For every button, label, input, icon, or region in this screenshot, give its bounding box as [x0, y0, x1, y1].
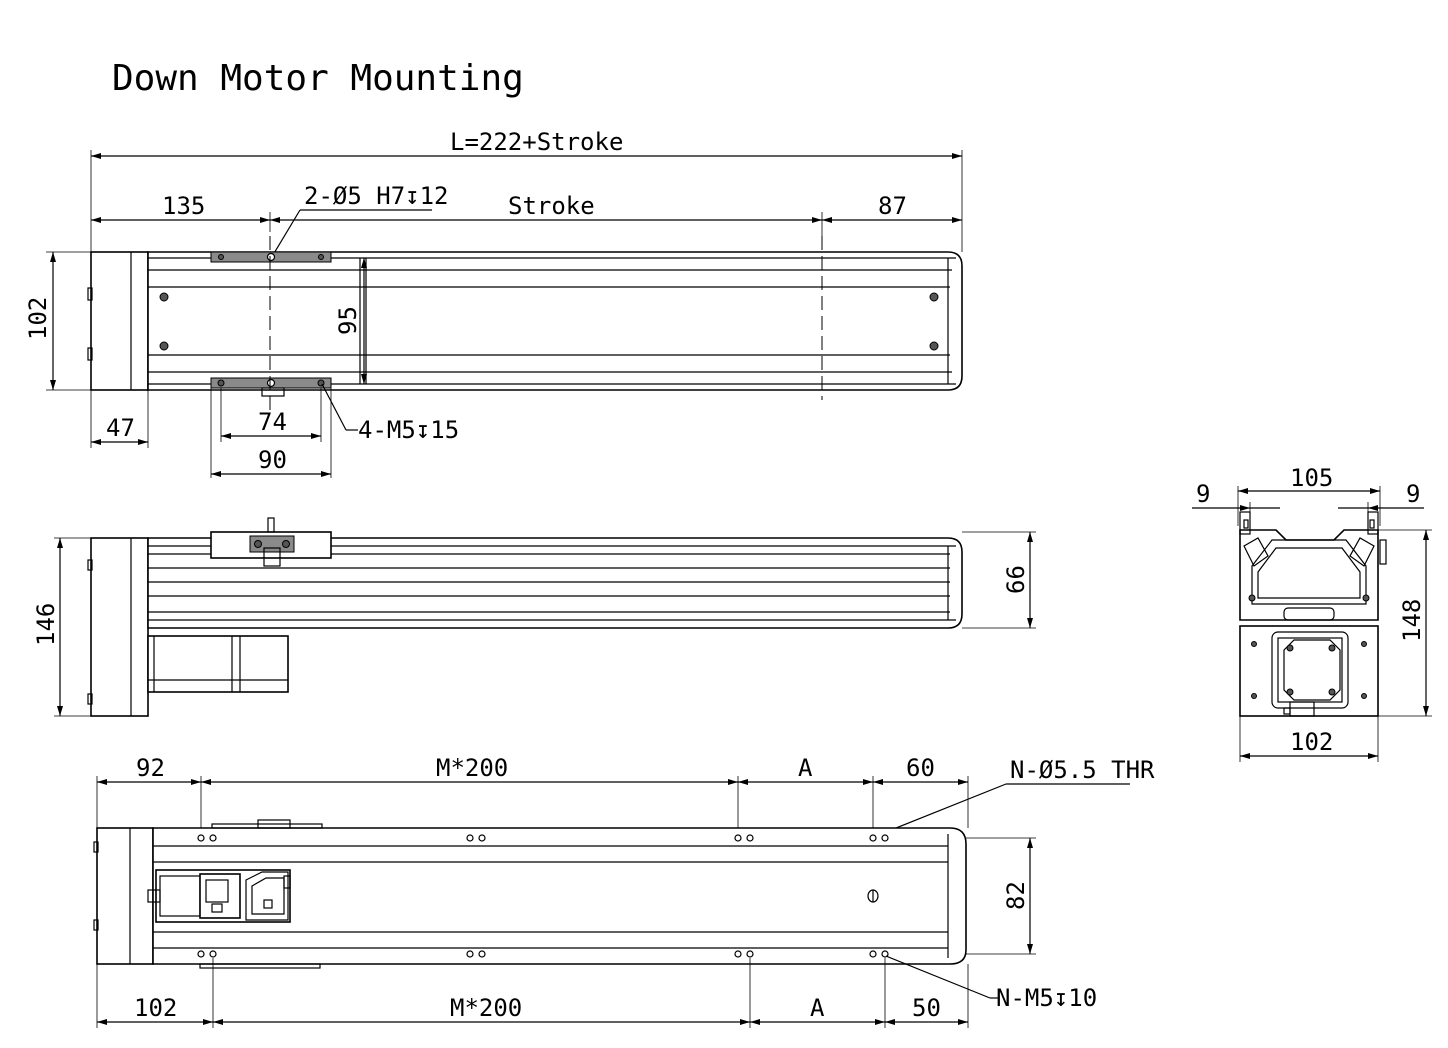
bottom-top-left-offset-label: 92: [136, 754, 165, 782]
bottom-pitch-label: M*200: [450, 994, 522, 1022]
bottom-thread-spec-label: N-M5↧10: [996, 984, 1097, 1012]
hole-pitch-label: 74: [258, 408, 287, 436]
total-height-label: 146: [32, 603, 60, 646]
right-offset-label: 87: [878, 192, 907, 220]
end-base-width-label: 102: [1290, 728, 1333, 756]
bottom-top-right-offset-label: 60: [906, 754, 935, 782]
end-right-gap-label: 9: [1406, 480, 1420, 508]
motor-end-cap-bottom: [96, 827, 154, 965]
left-offset-label: 135: [162, 192, 205, 220]
rail-height-label: 66: [1002, 565, 1030, 594]
bottom-right-offset-label: 50: [912, 994, 941, 1022]
inner-height-label: 95: [334, 306, 362, 335]
rail-side: [147, 537, 963, 629]
end-cap-label: 47: [106, 414, 135, 442]
bottom-top-pitch-label: M*200: [436, 754, 508, 782]
end-width-top-label: 105: [1290, 464, 1333, 492]
overall-length-label: L=222+Stroke: [450, 128, 623, 156]
end-left-gap-label: 9: [1196, 480, 1210, 508]
bottom-view: 92 M*200 A 60 N-Ø5.5 THR: [93, 754, 1155, 1028]
hole-spec-top-label: 2-Ø5 H7↧12: [304, 182, 449, 210]
through-hole-spec-label: N-Ø5.5 THR: [1010, 756, 1155, 784]
motor-housing-side: [90, 537, 149, 717]
end-view: 105 9 9 148: [1192, 464, 1432, 762]
bottom-top-a-label: A: [798, 754, 813, 782]
top-view: L=222+Stroke 135 Stroke 87 2-Ø5 H7↧12: [24, 128, 963, 478]
drawing-title: Down Motor Mounting: [112, 58, 524, 99]
hole-spacing-label: 82: [1002, 881, 1030, 910]
end-height-label: 148: [1398, 599, 1426, 642]
bottom-left-offset-label: 102: [134, 994, 177, 1022]
motor-end-cap: [90, 251, 149, 391]
bottom-a-label: A: [810, 994, 825, 1022]
side-view: 146 66: [32, 517, 1036, 717]
height-label: 102: [24, 297, 52, 340]
thread-spec-top-label: 4-M5↧15: [358, 416, 459, 444]
carriage-width-label: 90: [258, 446, 287, 474]
motor-side: [147, 635, 289, 693]
motor-flange: [1239, 625, 1379, 717]
stroke-label: Stroke: [508, 192, 595, 220]
